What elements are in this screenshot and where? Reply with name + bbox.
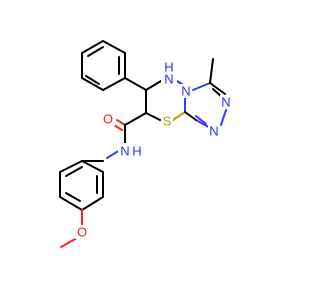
bond xyxy=(192,82,211,91)
atom-n-ring-top: N xyxy=(164,72,173,87)
bond xyxy=(195,115,207,125)
atom-n-triazole-right-top: N xyxy=(221,95,230,110)
atom-s-ring: S xyxy=(163,114,172,129)
bond xyxy=(65,166,83,177)
phenyl-ring xyxy=(81,40,126,91)
bond xyxy=(116,119,126,126)
bond xyxy=(102,40,126,54)
bond xyxy=(81,160,104,173)
bond xyxy=(81,196,104,211)
bond xyxy=(59,196,83,211)
bond xyxy=(87,46,104,57)
thiadiazine-ring xyxy=(145,80,186,121)
bond xyxy=(220,109,227,126)
bond xyxy=(81,77,104,91)
carboxamide xyxy=(106,112,147,159)
atom-o-carbonyl: O xyxy=(103,112,113,127)
bond xyxy=(145,112,161,121)
atom-h-ring-top: H xyxy=(164,60,173,75)
bond xyxy=(124,112,147,126)
bond xyxy=(60,237,78,248)
bond xyxy=(172,111,186,121)
bond xyxy=(209,82,226,95)
molecule-diagram: H N N N N S O N H O xyxy=(59,40,232,248)
bond xyxy=(145,80,162,91)
atom-n-triazole-right-bottom: N xyxy=(209,124,218,139)
bond xyxy=(113,124,123,131)
atom-n-triazole-bridge: N xyxy=(181,84,190,99)
bond xyxy=(59,160,83,173)
bond xyxy=(184,111,197,121)
bond xyxy=(102,77,126,91)
bond xyxy=(106,149,121,159)
bond xyxy=(85,75,100,85)
atom-n-amide: N xyxy=(120,144,129,159)
bond xyxy=(81,40,104,54)
atom-o-methoxy: O xyxy=(77,225,87,240)
methyl-bond xyxy=(209,58,214,84)
bond xyxy=(65,192,81,202)
methoxyphenyl-ring xyxy=(59,160,104,211)
bond xyxy=(124,77,147,91)
atom-h-amide: H xyxy=(132,144,141,159)
